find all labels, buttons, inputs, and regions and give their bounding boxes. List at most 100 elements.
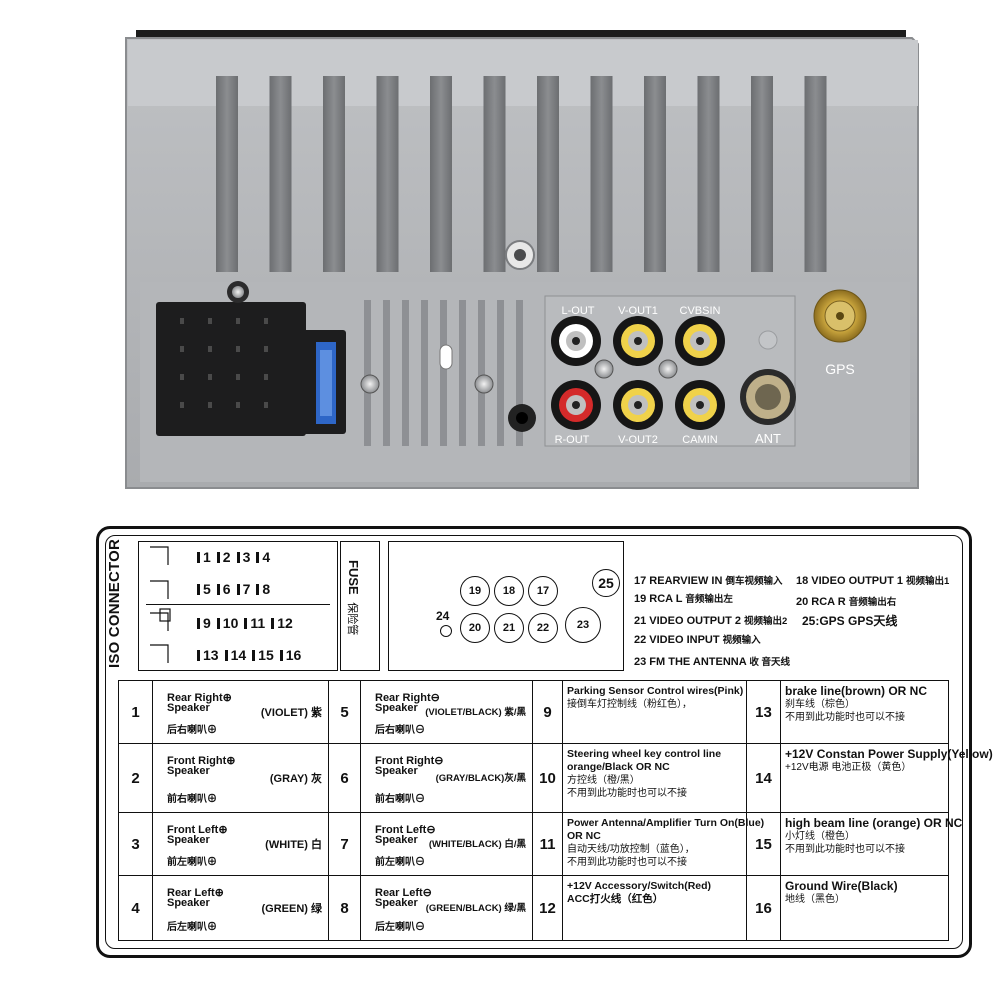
legend-21-zh: 视频输出2 xyxy=(744,616,788,627)
pin-9: 9 xyxy=(197,615,211,631)
rca-label-v-out2: V-OUT2 xyxy=(618,434,658,446)
vent-slot xyxy=(483,76,506,272)
rca-jack-v-out2 xyxy=(613,380,663,430)
legend-23-text: 23 FM THE ANTENNA xyxy=(634,656,747,668)
lower-vent-slot xyxy=(459,300,466,446)
wire-cell: Rear Left⊖ Speaker 后左喇叭⊖(GREEN/BLACK) 绿/黑 xyxy=(360,875,533,941)
lower-vent-slot xyxy=(383,300,390,446)
circle-19: 19 xyxy=(460,576,490,606)
head-unit-rear-panel: L-OUT V-OUT1 CVBSIN R-OUT V-OUT2 CAMIN A… xyxy=(125,30,919,489)
legend-17-text: 17 REARVIEW IN xyxy=(634,575,723,587)
iso-socket-pin xyxy=(180,402,184,408)
legend-17: 17 REARVIEW IN 倒车视频输入 xyxy=(634,573,783,587)
wire-color: (VIOLET) 紫 xyxy=(260,707,322,719)
pin-row-3: 9 10 11 12 xyxy=(197,615,293,631)
wire-number: 12 xyxy=(532,875,563,941)
rca-label-r-out: R-OUT xyxy=(555,434,590,446)
vent-slot xyxy=(269,76,292,272)
iso-socket-pin xyxy=(208,402,212,408)
wire-description-line: 刹车线（棕色） xyxy=(785,699,855,710)
pin-13: 13 xyxy=(197,647,219,663)
rca-label-cvbsin: CVBSIN xyxy=(680,305,721,317)
wire-name: Rear Left⊖ Speaker xyxy=(375,887,432,909)
vent-slot xyxy=(751,76,773,272)
pin-11: 11 xyxy=(244,615,265,631)
vent-slot xyxy=(376,76,399,272)
iso-socket-pin xyxy=(180,318,184,324)
iso-socket-pin xyxy=(236,374,240,380)
lower-vent-slot xyxy=(421,300,428,446)
gps-label: GPS xyxy=(825,361,855,377)
wire-color: (GRAY) 灰 xyxy=(269,773,322,785)
circle-21: 21 xyxy=(494,613,524,643)
legend-23-zh: 收 音天线 xyxy=(749,657,790,668)
iso-pin-map-outline xyxy=(150,546,171,663)
legend-20-text: 20 RCA R xyxy=(796,596,846,608)
iso-socket-pin xyxy=(208,374,212,380)
wire-number: 16 xyxy=(746,875,781,941)
lower-vent-slot xyxy=(440,300,447,446)
iso-pin-map xyxy=(138,541,338,671)
circle-24 xyxy=(440,625,452,637)
wire-name: Front Left⊕ Speaker xyxy=(167,824,228,846)
wire-description-line: 不用到此功能时也可以不接 xyxy=(567,857,687,868)
rca-jack-camin xyxy=(675,380,725,430)
panel-bump xyxy=(758,330,778,350)
legend-25: 25:GPS GPS天线 xyxy=(802,612,897,629)
fuse-label-zh: 保险管 xyxy=(346,602,358,636)
iso-socket-pin xyxy=(180,346,184,352)
iso-socket-pin xyxy=(236,346,240,352)
wire-color: (GREEN/BLACK) 绿/黑 xyxy=(425,903,526,914)
pin-4: 4 xyxy=(256,549,270,565)
wire-color: (GREEN) 绿 xyxy=(261,903,323,915)
wire-name-zh: 后左喇叭⊖ xyxy=(375,922,425,933)
wiring-diagram-inner-border xyxy=(105,535,963,949)
vent-slot xyxy=(323,76,345,272)
iso-pin-map-divider xyxy=(146,604,330,605)
wire-description-line: +12V Accessory/Switch(Red) xyxy=(567,880,712,892)
fuse-label: FUSE 保险管 xyxy=(345,560,361,635)
pin-row-1: 1 2 3 4 xyxy=(197,549,270,565)
wire-name: Front Left⊖ Speaker xyxy=(375,824,436,846)
ant-label: ANT xyxy=(755,431,781,446)
wire-description-line: 地线（黑色） xyxy=(785,894,845,905)
gps-connector-pin xyxy=(836,312,844,320)
wire-name-zh: 前右喇叭⊕ xyxy=(167,794,217,805)
wire-cell: Ground Wire(Black)地线（黑色） xyxy=(780,875,949,941)
pin-row-2: 5 6 7 8 xyxy=(197,581,270,597)
legend-22-zh: 视频输入 xyxy=(722,635,761,646)
circle-17: 17 xyxy=(528,576,558,606)
vent-slot xyxy=(216,76,238,272)
pin-2: 2 xyxy=(217,549,231,565)
wire-description-line: 不用到此功能时也可以不接 xyxy=(785,712,905,723)
rca-jacks xyxy=(551,316,725,430)
wire-description-line: 不用到此功能时也可以不接 xyxy=(785,844,905,855)
wire-number: 5 xyxy=(328,680,361,744)
legend-20-zh: 音频输出右 xyxy=(848,597,897,608)
rca-pin-map xyxy=(388,541,624,671)
vent-slot xyxy=(430,76,452,272)
legend-20: 20 RCA R 音频输出右 xyxy=(796,594,896,608)
wire-name-zh: 后左喇叭⊕ xyxy=(167,922,217,933)
wire-name: Rear Right⊕ Speaker xyxy=(167,692,232,714)
legend-18: 18 VIDEO OUTPUT 1 视频输出1 xyxy=(796,573,949,587)
wire-description-line: Steering wheel key control line xyxy=(567,748,722,760)
lower-vent-slot xyxy=(478,300,485,446)
lower-vents xyxy=(364,300,523,446)
wire-name-zh: 前左喇叭⊕ xyxy=(167,857,217,868)
iso-socket-pin xyxy=(264,346,268,352)
iso-connector-block xyxy=(156,302,346,436)
rca-label-v-out1: V-OUT1 xyxy=(618,305,658,317)
rca-label-camin: CAMIN xyxy=(682,434,718,446)
wire-description-line: +12V Constan Power Supply(Yellow) xyxy=(785,747,993,761)
pin-15: 15 xyxy=(252,647,274,663)
wire-number: 8 xyxy=(328,875,361,941)
wire-name-zh: 后右喇叭⊖ xyxy=(375,725,425,736)
